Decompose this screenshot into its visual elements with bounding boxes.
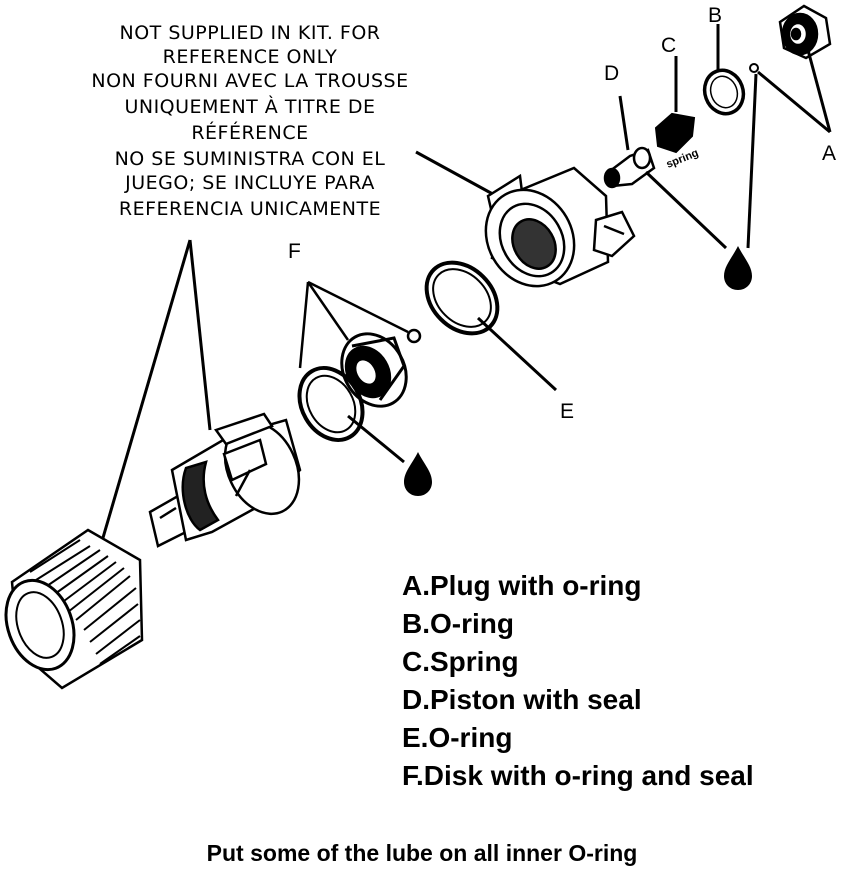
handle-icon [4, 528, 144, 690]
note-line: REFERENCE ONLY [162, 46, 338, 68]
lube-instruction: Put some of the lube on all inner O-ring [206, 840, 638, 866]
legend-item: D.Piston with seal [402, 684, 642, 715]
part-label-b: B [708, 4, 723, 27]
part-label-c: C [661, 34, 677, 57]
d-drop-leader [644, 170, 728, 250]
legend-item: C.Spring [402, 646, 519, 677]
housing-icon [484, 166, 636, 288]
note-line: NOT SUPPLIED IN KIT. FOR [119, 22, 381, 44]
cartridge-icon [148, 412, 302, 548]
a-leader-lines [746, 49, 832, 249]
d-leader [618, 95, 630, 151]
f-leader-lines [298, 280, 409, 369]
note-line: NO SE SUMINISTRA CON EL [114, 148, 386, 170]
e-o-ring-icon [424, 260, 500, 336]
part-label-a: A [822, 142, 837, 165]
part-label-f: F [288, 240, 301, 263]
parts-legend: A.Plug with o-ring B.O-ring C.Spring D.P… [402, 567, 754, 795]
f-o-ring-icon [297, 366, 365, 442]
f-drop-leader [347, 414, 405, 464]
legend-item: F.Disk with o-ring and seal [402, 760, 754, 791]
piston-icon [603, 146, 656, 189]
legend-item: E.O-ring [402, 722, 513, 753]
note-line: REFERENCIA UNICAMENTE [118, 198, 382, 220]
disk-icon [340, 332, 408, 408]
note-housing-leader [415, 150, 501, 200]
note-line: JUEGO; SE INCLUYE PARA [125, 172, 375, 194]
note-line: RÉFÉRENCE [191, 122, 309, 144]
seal-ball-icon [406, 328, 422, 344]
legend-item: A.Plug with o-ring [402, 570, 642, 601]
lube-drop-icon [404, 452, 432, 496]
plug-ball-icon [749, 63, 759, 73]
b-o-ring-icon [702, 68, 746, 116]
note-line: NON FOURNI AVEC LA TROUSSE [91, 70, 409, 92]
plug-icon [778, 4, 832, 60]
part-label-e: E [560, 400, 575, 423]
note-leader-lines [98, 239, 212, 549]
part-label-d: D [604, 62, 620, 85]
lube-drop-icon [724, 246, 752, 290]
legend-item: B.O-ring [402, 608, 514, 639]
note-line: UNIQUEMENT À TITRE DE [124, 96, 376, 118]
e-leader [476, 316, 558, 392]
spring-icon: spring [654, 112, 700, 171]
